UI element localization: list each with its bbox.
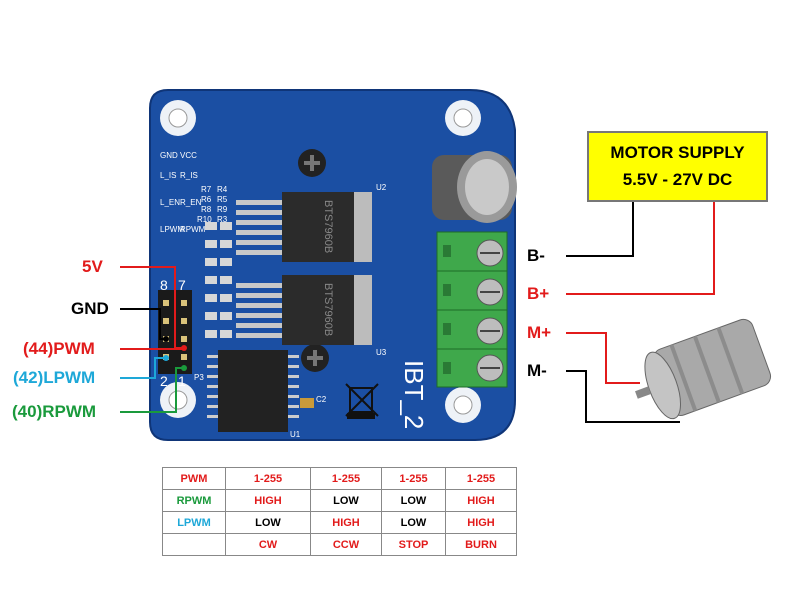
pin-number: 8 bbox=[160, 277, 168, 293]
driver-chip-top bbox=[236, 192, 372, 262]
resistor-label: R6 bbox=[201, 195, 212, 204]
wire-m-plus bbox=[566, 332, 640, 384]
label-m-plus: M+ bbox=[527, 323, 552, 342]
table-row-label: LPWM bbox=[162, 511, 226, 534]
header-label: R_EN bbox=[180, 198, 202, 207]
resistor-label: R4 bbox=[217, 185, 228, 194]
table-cell: LOW bbox=[381, 489, 446, 512]
header-label: RPWM bbox=[180, 225, 206, 234]
header-label: R_IS bbox=[180, 171, 198, 180]
label-5v: 5V bbox=[82, 257, 103, 276]
screw-icon bbox=[301, 344, 329, 372]
capacitor-icon bbox=[432, 151, 517, 223]
ref-u3: U3 bbox=[376, 348, 387, 357]
driver-chip-bottom bbox=[236, 275, 372, 345]
header-label: L_EN bbox=[160, 198, 180, 207]
table-row-label: RPWM bbox=[162, 489, 226, 512]
screw-icon bbox=[298, 149, 326, 177]
logic-ic bbox=[207, 350, 299, 432]
resistor-label: R9 bbox=[217, 205, 228, 214]
header-label: VCC bbox=[180, 151, 197, 160]
wire-rpwm bbox=[120, 367, 184, 413]
screw-terminal bbox=[436, 231, 508, 388]
table-row: RPWM HIGH LOW LOW HIGH bbox=[162, 489, 517, 512]
label-b-plus: B+ bbox=[527, 284, 550, 303]
supply-voltage: 5.5V - 27V DC bbox=[622, 170, 733, 189]
pin-number: 7 bbox=[178, 277, 186, 293]
logic-table: PWM 1-255 1-255 1-255 1-255 RPWM HIGH LO… bbox=[162, 467, 517, 556]
table-cell: HIGH bbox=[445, 511, 517, 534]
table-row: CW CCW STOP BURN bbox=[162, 533, 517, 556]
mounting-hole bbox=[160, 100, 196, 136]
table-cell: LOW bbox=[225, 511, 311, 534]
chip-marking: BTS7960B bbox=[322, 283, 334, 336]
label-pwm: (44)PWM bbox=[23, 339, 95, 358]
ref-c2: C2 bbox=[316, 395, 327, 404]
table-cell: LOW bbox=[381, 511, 446, 534]
table-cell: LOW bbox=[310, 489, 382, 512]
label-lpwm: (42)LPWM bbox=[13, 368, 96, 387]
wire-m-minus bbox=[566, 370, 680, 423]
motor-supply-box: MOTOR SUPPLY 5.5V - 27V DC bbox=[587, 131, 768, 202]
table-cell: 1-255 bbox=[381, 467, 446, 490]
table-cell: 1-255 bbox=[445, 467, 517, 490]
board-name: IBT_2 bbox=[399, 360, 429, 429]
table-cell: STOP bbox=[381, 533, 446, 556]
recycle-bin-icon bbox=[345, 383, 379, 419]
table-row-label: PWM bbox=[162, 467, 226, 490]
table-row-label bbox=[162, 533, 226, 556]
table-cell: HIGH bbox=[445, 489, 517, 512]
table-cell: CCW bbox=[310, 533, 382, 556]
resistor-array bbox=[205, 222, 232, 338]
wire-b-minus bbox=[566, 202, 634, 257]
ref-u2: U2 bbox=[376, 183, 387, 192]
label-rpwm: (40)RPWM bbox=[12, 402, 97, 421]
table-row: PWM 1-255 1-255 1-255 1-255 bbox=[162, 467, 517, 490]
mounting-hole bbox=[445, 100, 481, 136]
label-m-minus: M- bbox=[527, 361, 547, 380]
resistor-label: R8 bbox=[201, 205, 212, 214]
table-cell: HIGH bbox=[225, 489, 311, 512]
header-label: L_IS bbox=[160, 171, 176, 180]
mounting-hole bbox=[160, 382, 196, 418]
pcb-board: VCC R_IS R_EN RPWM GND L_IS L_EN LPWM R7… bbox=[149, 89, 517, 441]
resistor-label: R10 bbox=[197, 215, 212, 224]
pin-number: 1 bbox=[178, 373, 186, 389]
wire-lpwm bbox=[120, 357, 166, 379]
label-gnd: GND bbox=[71, 299, 109, 318]
mounting-hole bbox=[445, 387, 481, 423]
wire-b-plus bbox=[566, 202, 715, 295]
table-row: LPWM LOW HIGH LOW HIGH bbox=[162, 511, 517, 534]
pin-number: 2 bbox=[160, 373, 168, 389]
dc-motor-icon bbox=[635, 318, 772, 420]
resistor-label: R7 bbox=[201, 185, 212, 194]
chip-marking: BTS7960B bbox=[322, 200, 334, 253]
label-b-minus: B- bbox=[527, 246, 545, 265]
supply-title: MOTOR SUPPLY bbox=[610, 143, 745, 162]
table-cell: HIGH bbox=[310, 511, 382, 534]
silkscreen-labels: VCC R_IS R_EN RPWM GND L_IS L_EN LPWM R7… bbox=[160, 151, 387, 439]
header-label: LPWM bbox=[160, 225, 184, 234]
ref-u1: U1 bbox=[290, 430, 301, 439]
resistor-label: R3 bbox=[217, 215, 228, 224]
header-label: GND bbox=[160, 151, 178, 160]
table-cell: CW bbox=[225, 533, 311, 556]
table-cell: 1-255 bbox=[225, 467, 311, 490]
ref-p3: P3 bbox=[194, 373, 204, 382]
table-cell: BURN bbox=[445, 533, 517, 556]
resistor-label: R5 bbox=[217, 195, 228, 204]
table-cell: 1-255 bbox=[310, 467, 382, 490]
wire-gnd bbox=[120, 308, 166, 340]
